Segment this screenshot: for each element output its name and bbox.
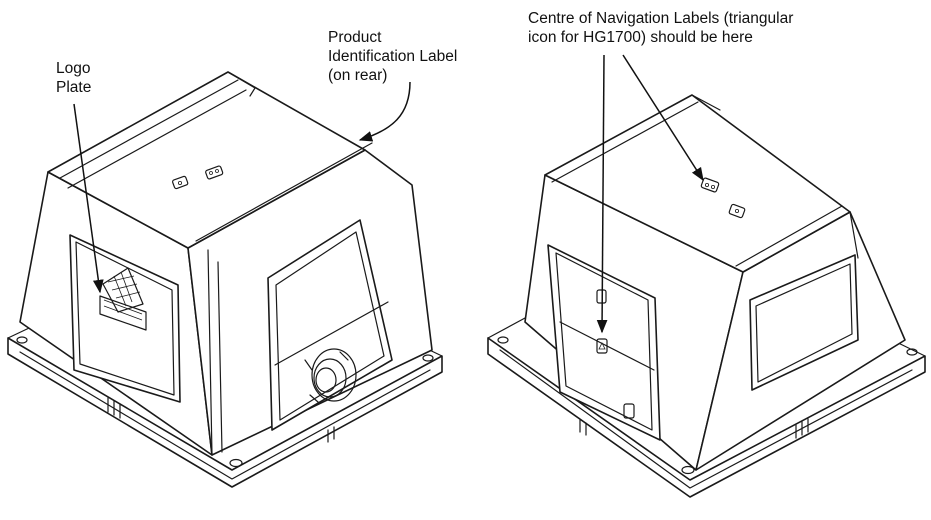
- right-unit-drawing: [487, 94, 926, 498]
- top-recess-2: [205, 165, 224, 180]
- mounting-hole-right-2: [681, 465, 695, 475]
- navigation-label-arrow-top: [622, 54, 704, 182]
- mounting-hole-right-3: [906, 348, 918, 356]
- left-base-plate: [7, 337, 443, 488]
- nav-label-recess-2: [728, 203, 746, 219]
- round-connector-icon: [304, 348, 357, 403]
- right-face-band: [749, 254, 859, 391]
- navigation-labels-callout: Centre of Navigation Labels (triangular …: [528, 10, 794, 46]
- side-recess-2: [596, 338, 608, 354]
- product-label-arrow: [358, 81, 411, 142]
- top-recess-1: [172, 175, 189, 190]
- mounting-hole-left-1: [16, 336, 28, 344]
- right-base-plate: [487, 337, 926, 498]
- left-unit-drawing: [7, 71, 443, 488]
- mounting-hole-left-2: [229, 458, 243, 468]
- novatel-logo-icon: [99, 267, 147, 331]
- left-unit-top-face: [47, 71, 366, 249]
- product-identification-label-callout: Product Identification Label (on rear): [328, 29, 458, 84]
- nav-label-recess-1: [700, 177, 720, 193]
- mounting-hole-right-1: [497, 336, 509, 344]
- logo-wordmark-box: [99, 295, 147, 331]
- connector-panel: [267, 219, 393, 431]
- mounting-hole-left-3: [422, 354, 434, 362]
- side-recess-3: [623, 403, 635, 419]
- logo-plate-arrow: [73, 103, 104, 294]
- logo-plate-label: Logo Plate: [56, 60, 92, 96]
- navigation-label-arrow-side: [596, 54, 608, 334]
